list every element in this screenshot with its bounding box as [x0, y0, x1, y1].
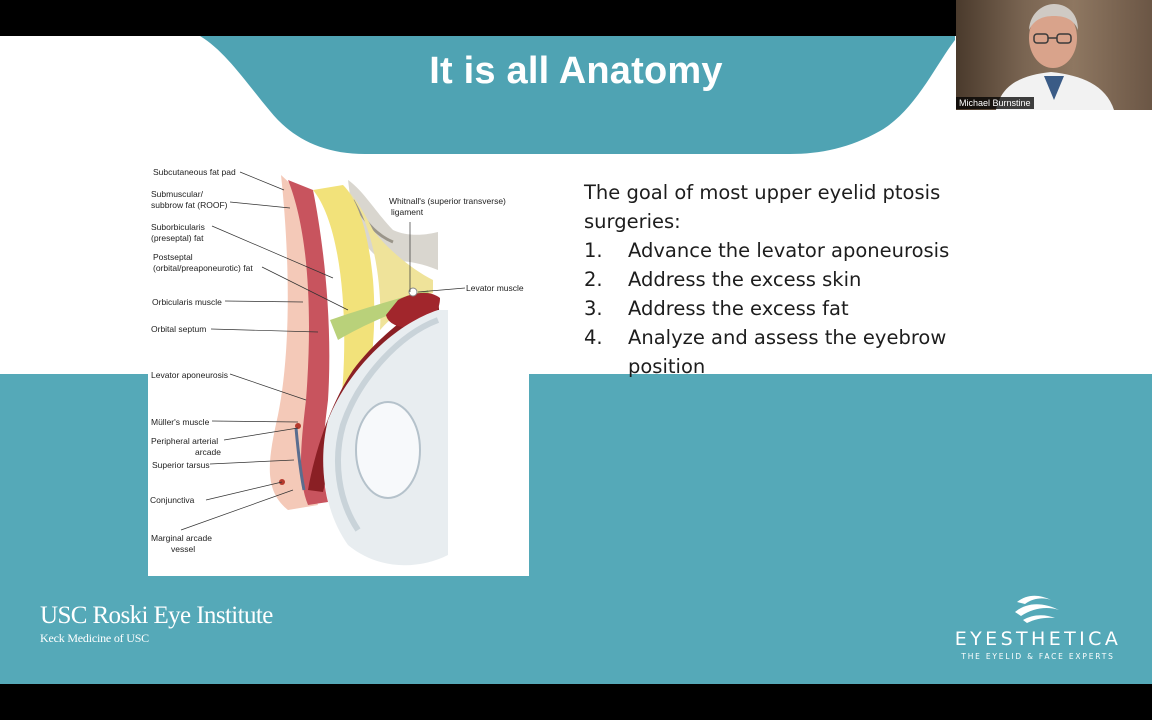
label-orbicularis-muscle: Orbicularis muscle: [152, 297, 222, 307]
goal-number: 4.: [584, 326, 603, 349]
label-suborbicularis-fat-1: Suborbicularis: [151, 222, 205, 232]
label-levator-muscle: Levator muscle: [466, 283, 524, 293]
usc-logo-main: USC Roski Eye Institute: [40, 602, 273, 629]
eyesthetica-wave-icon: [1015, 595, 1059, 623]
usc-logo-sub: Keck Medicine of USC: [40, 631, 149, 645]
goal-text: Analyze and assess the eyebrow position: [628, 326, 947, 378]
label-postseptal-fat-2: (orbital/preaponeurotic) fat: [153, 263, 253, 273]
label-mullers-muscle: Müller's muscle: [151, 417, 210, 427]
label-postseptal-fat-1: Postseptal: [153, 252, 193, 262]
label-suborbicularis-fat-2: (preseptal) fat: [151, 233, 204, 243]
label-levator-aponeurosis: Levator aponeurosis: [151, 370, 228, 380]
goal-item: 1. Advance the levator aponeurosis: [584, 236, 1004, 265]
label-submuscular-fat-2: subbrow fat (ROOF): [151, 200, 228, 210]
label-whitnall-ligament-2: ligament: [391, 207, 424, 217]
participant-avatar: [996, 4, 1114, 110]
presentation-slide: It is all Anatomy: [0, 36, 1152, 684]
goal-number: 2.: [584, 268, 603, 291]
goal-intro: The goal of most upper eyelid ptosis sur…: [584, 181, 941, 233]
goal-number: 3.: [584, 297, 603, 320]
slide-title: It is all Anatomy: [429, 50, 723, 92]
goal-list: The goal of most upper eyelid ptosis sur…: [584, 178, 1004, 381]
eyesthetica-name: EYESTHETICA: [954, 628, 1122, 650]
goal-item: 2. Address the excess skin: [584, 265, 1004, 294]
participant-video-tile[interactable]: Michael Burnstine: [956, 0, 1152, 110]
label-whitnall-ligament-1: Whitnall's (superior transverse): [389, 196, 506, 206]
eyesthetica-logo: EYESTHETICA THE EYELID & FACE EXPERTS: [948, 592, 1128, 661]
goal-item: 4. Analyze and assess the eyebrow positio…: [584, 323, 1004, 381]
goal-text: Advance the levator aponeurosis: [628, 239, 950, 262]
label-subcutaneous-fat-pad: Subcutaneous fat pad: [153, 167, 236, 177]
label-marginal-arcade-1: Marginal arcade: [151, 533, 212, 543]
label-peripheral-arcade-2: arcade: [195, 447, 221, 457]
eyelid-anatomy-figure: Subcutaneous fat pad Submuscular/ subbro…: [148, 160, 529, 576]
goal-number: 1.: [584, 239, 603, 262]
usc-roski-logo: USC Roski Eye Institute Keck Medicine of…: [40, 602, 273, 646]
goal-item: 3. Address the excess fat: [584, 294, 1004, 323]
label-peripheral-arcade-1: Peripheral arterial: [151, 436, 218, 446]
label-conjunctiva: Conjunctiva: [150, 495, 195, 505]
label-marginal-arcade-2: vessel: [171, 544, 195, 554]
participant-name: Michael Burnstine: [956, 97, 1034, 109]
goal-text: Address the excess skin: [628, 268, 862, 291]
eyesthetica-tagline: THE EYELID & FACE EXPERTS: [961, 652, 1115, 661]
header-banner: [200, 36, 955, 154]
label-submuscular-fat-1: Submuscular/: [151, 189, 204, 199]
label-superior-tarsus: Superior tarsus: [152, 460, 210, 470]
goal-text: Address the excess fat: [628, 297, 849, 320]
label-orbital-septum: Orbital septum: [151, 324, 206, 334]
